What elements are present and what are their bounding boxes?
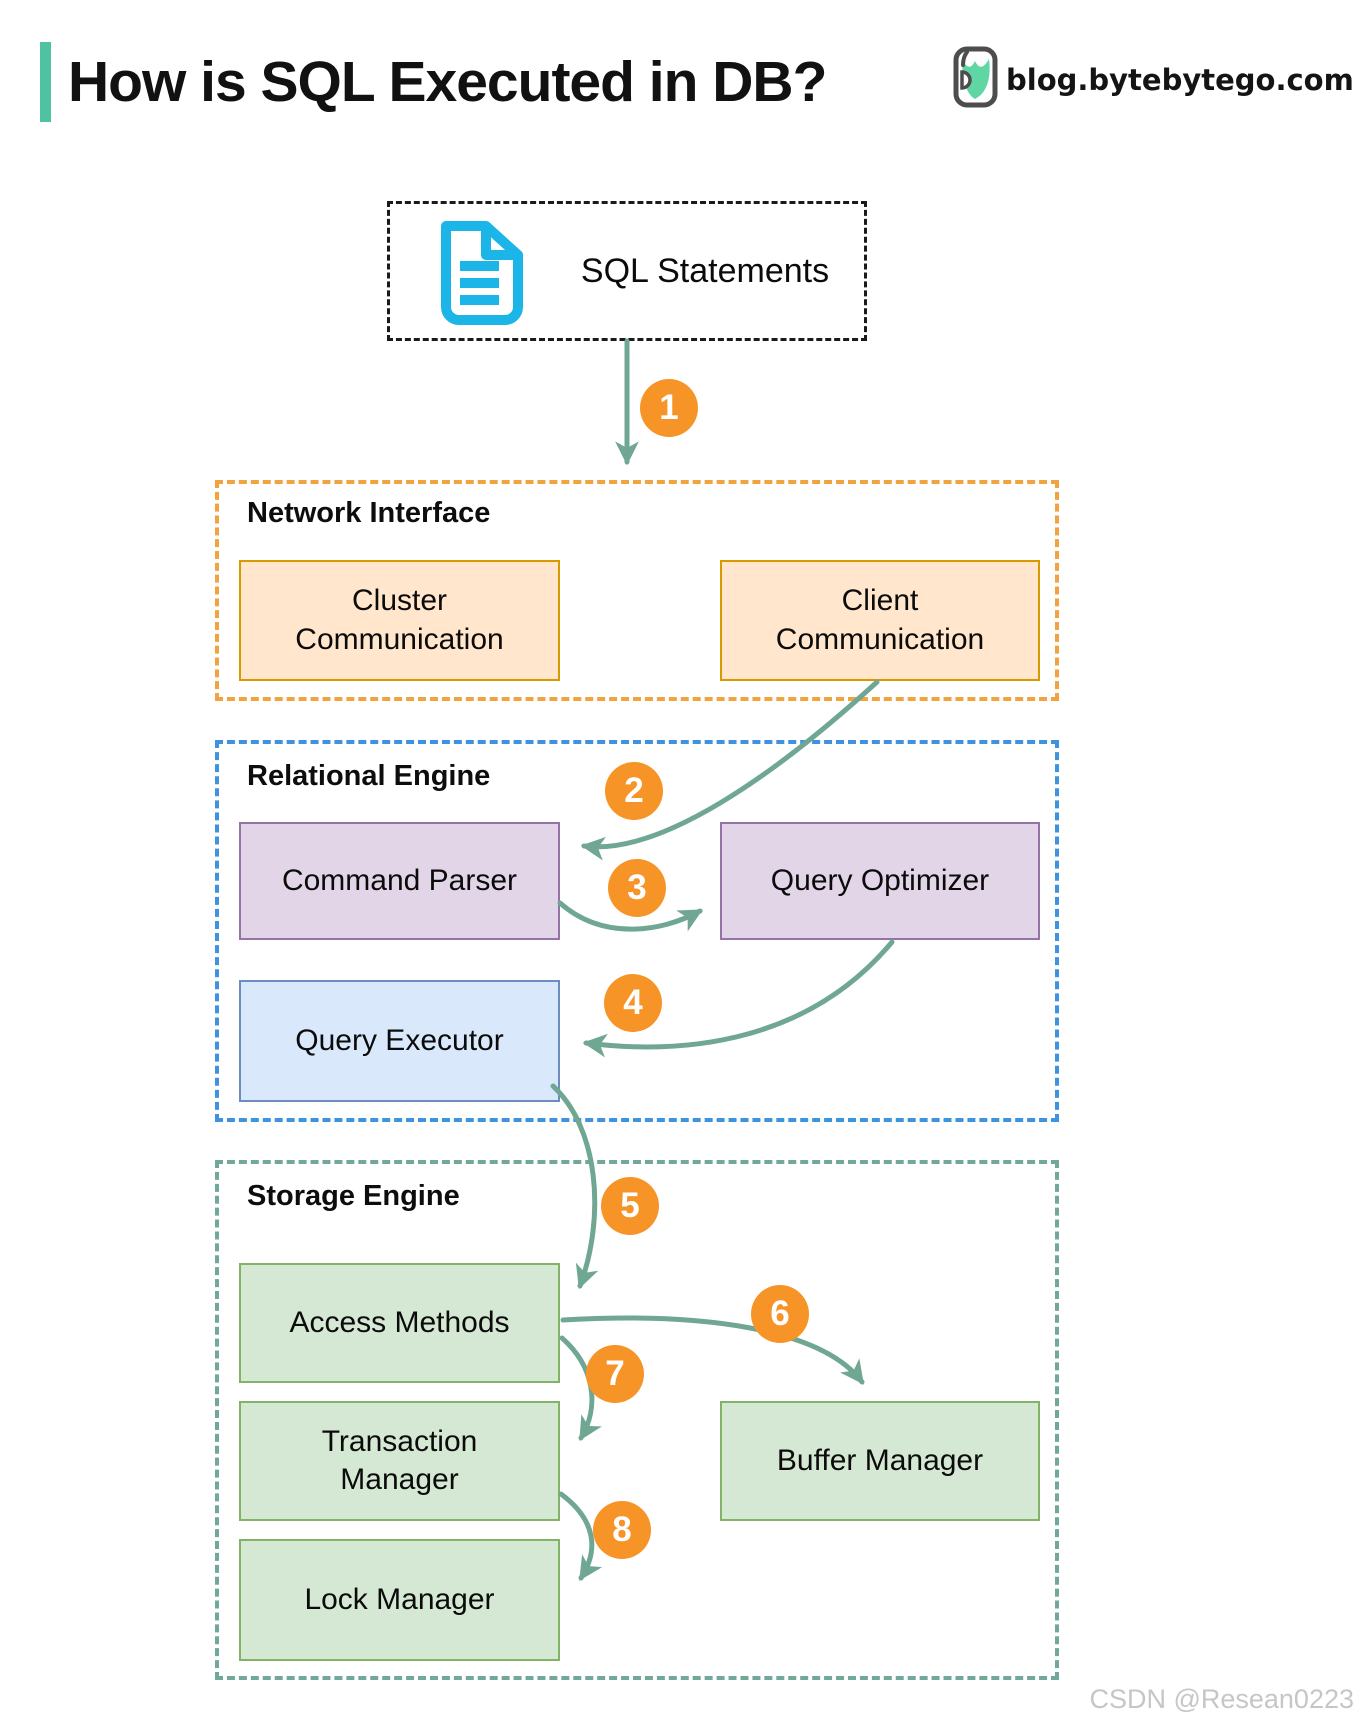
step-badge-1: 1: [640, 379, 698, 437]
node-label: Query Executor: [295, 1023, 504, 1057]
step-badge-4: 4: [604, 974, 662, 1032]
brand-url: blog.bytebytego.com: [1006, 62, 1354, 97]
step-badge-8: 8: [593, 1501, 651, 1559]
sql-statements-box: SQL Statements: [387, 201, 867, 341]
node-label: Access Methods: [289, 1305, 510, 1339]
step-badge-6: 6: [751, 1285, 809, 1343]
node-label: Cluster Communication: [295, 584, 504, 656]
step-badge-3: 3: [608, 859, 666, 917]
title-accent-bar: [40, 42, 51, 122]
node-label: Client Communication: [775, 584, 985, 656]
node-cluster-communication: Cluster Communication: [239, 560, 560, 681]
step-badge-2: 2: [605, 762, 663, 820]
step-badge-7: 7: [586, 1345, 644, 1403]
step-badge-5: 5: [601, 1177, 659, 1235]
watermark: CSDN @Resean0223: [1089, 1684, 1354, 1714]
bytebytego-logo-icon: [953, 46, 998, 113]
document-icon: [430, 221, 526, 330]
section-storage-engine: [215, 1160, 1059, 1680]
node-label: Command Parser: [281, 863, 518, 897]
brand: blog.bytebytego.com: [953, 46, 1354, 113]
node-buffer-manager: Buffer Manager: [720, 1401, 1040, 1521]
node-query-executor: Query Executor: [239, 980, 560, 1102]
node-command-parser: Command Parser: [239, 822, 560, 940]
node-label: Transaction Manager: [321, 1424, 478, 1496]
page-title: How is SQL Executed in DB?: [68, 50, 827, 114]
node-client-communication: Client Communication: [720, 560, 1040, 681]
node-label: Lock Manager: [304, 1582, 495, 1616]
node-query-optimizer: Query Optimizer: [720, 822, 1040, 940]
node-label: Buffer Manager: [776, 1443, 984, 1477]
node-lock-manager: Lock Manager: [239, 1539, 560, 1661]
node-label: Query Optimizer: [770, 863, 990, 897]
storage-engine-title: Storage Engine: [247, 1180, 460, 1212]
node-transaction-manager: Transaction Manager: [239, 1401, 560, 1521]
node-access-methods: Access Methods: [239, 1263, 560, 1383]
relational-engine-title: Relational Engine: [247, 760, 491, 792]
sql-statements-label: SQL Statements: [580, 251, 830, 290]
network-interface-title: Network Interface: [247, 497, 491, 529]
